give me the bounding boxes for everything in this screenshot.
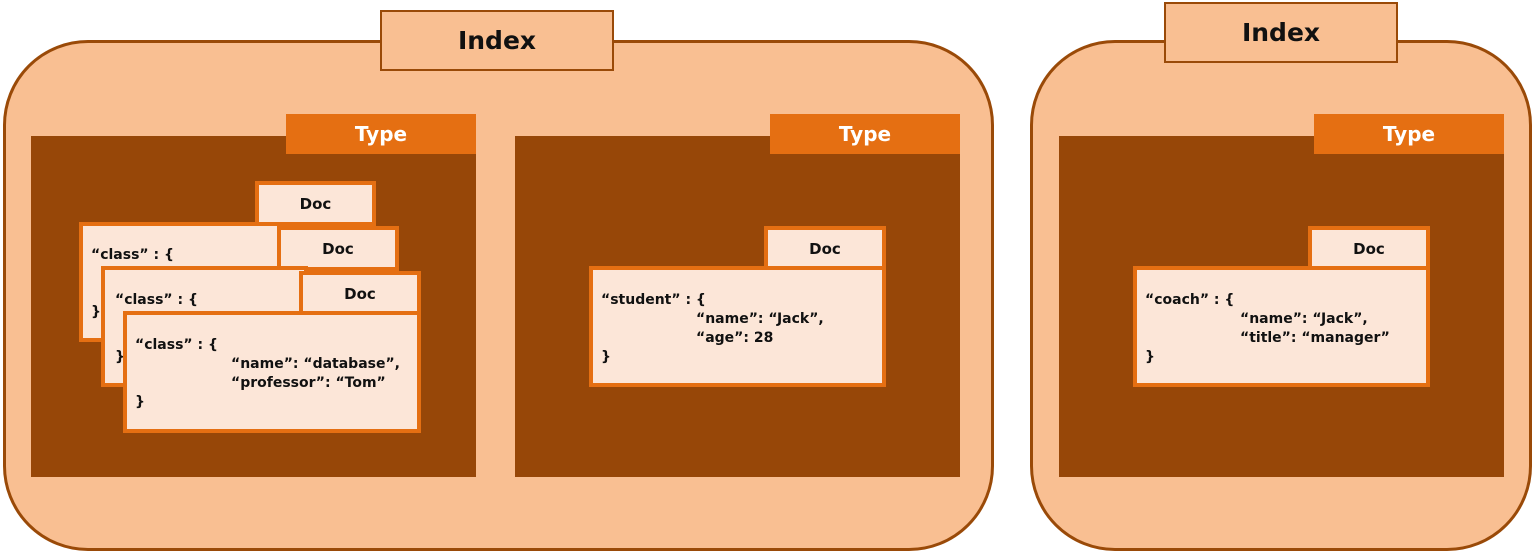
doc-line: “name”: “database”,	[231, 356, 400, 372]
doc-line: “age”: 28	[696, 330, 774, 346]
doc-body-class-front: “class” : { “name”: “database”, “profess…	[123, 311, 421, 433]
type-label-1: Type	[286, 114, 476, 154]
type-label-3: Type	[1314, 114, 1504, 154]
doc-line: “student” : {	[601, 292, 706, 308]
doc-line: “name”: “Jack”,	[696, 311, 824, 327]
doc-line: “professor”: “Tom”	[231, 375, 386, 391]
doc-line: “title”: “manager”	[1240, 330, 1390, 346]
doc-line: }	[135, 394, 145, 410]
doc-line: “class” : {	[91, 247, 174, 263]
doc-tab-class-middle: Doc	[277, 226, 399, 271]
doc-tab-class-front: Doc	[299, 271, 421, 316]
doc-line: “class” : {	[135, 337, 218, 353]
doc-line: }	[601, 349, 611, 365]
index-label-1: Index	[380, 10, 614, 71]
doc-line: “name”: “Jack”,	[1240, 311, 1368, 327]
doc-line: }	[91, 304, 101, 320]
doc-line: “class” : {	[115, 292, 198, 308]
doc-tab-student: Doc	[764, 226, 886, 271]
doc-line: }	[115, 349, 125, 365]
doc-body-student: “student” : { “name”: “Jack”, “age”: 28 …	[589, 266, 886, 387]
doc-tab-class-back: Doc	[255, 181, 376, 226]
type-label-2: Type	[770, 114, 960, 154]
doc-body-coach: “coach” : { “name”: “Jack”, “title”: “ma…	[1133, 266, 1430, 387]
doc-tab-coach: Doc	[1308, 226, 1430, 271]
doc-line: “coach” : {	[1145, 292, 1235, 308]
index-label-2: Index	[1164, 2, 1398, 63]
doc-line: }	[1145, 349, 1155, 365]
